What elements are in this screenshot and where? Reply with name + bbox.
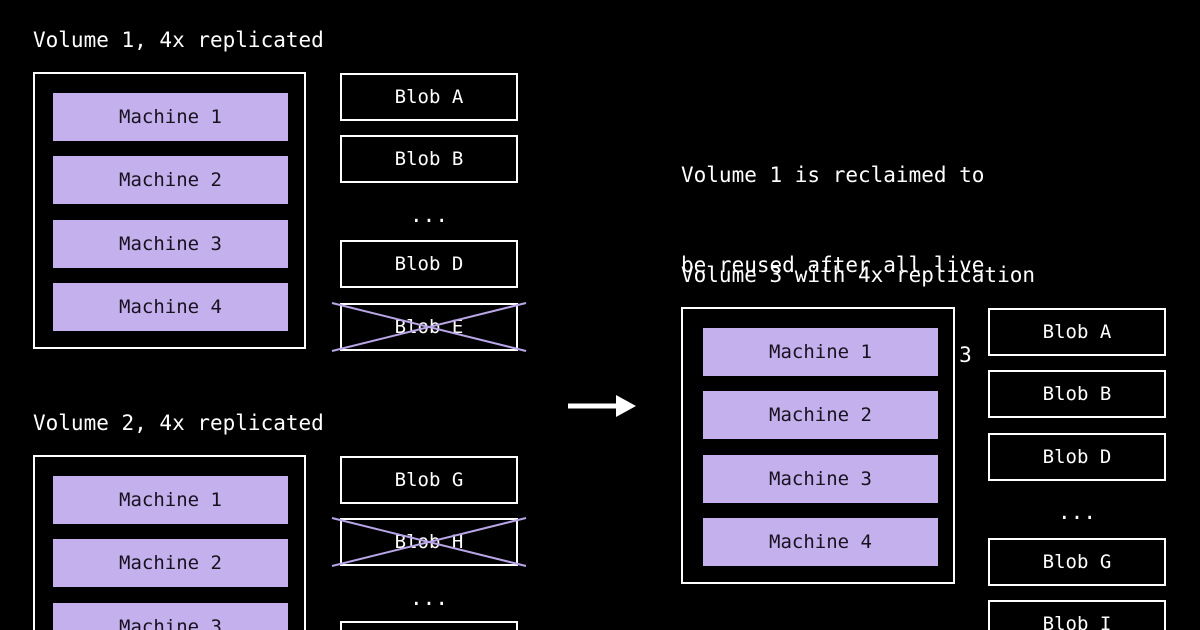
volume1-title: Volume 1, 4x replicated xyxy=(33,28,324,52)
right-arrow-icon xyxy=(568,395,636,417)
volume2-machine-1[interactable]: Machine 1 xyxy=(53,476,288,524)
volume2-machine-group: Machine 1 Machine 2 Machine 3 xyxy=(33,455,306,630)
volume3-blob-g[interactable]: Blob G xyxy=(988,538,1166,586)
volume3-machine-4[interactable]: Machine 4 xyxy=(703,518,938,566)
volume2-machine-3[interactable]: Machine 3 xyxy=(53,603,288,630)
reclaim-note-line-2: be reused after all live xyxy=(681,253,985,277)
volume1-machine-group: Machine 1 Machine 2 Machine 3 Machine 4 xyxy=(33,72,306,349)
volume1-blob-ellipsis: ... xyxy=(410,203,448,227)
volume1-blob-e[interactable]: Blob E xyxy=(340,303,518,351)
volume3-blob-d[interactable]: Blob D xyxy=(988,433,1166,481)
volume2-title: Volume 2, 4x replicated xyxy=(33,411,324,435)
volume1-blob-a[interactable]: Blob A xyxy=(340,73,518,121)
volume1-machine-2[interactable]: Machine 2 xyxy=(53,156,288,204)
volume2-blob-g[interactable]: Blob G xyxy=(340,456,518,504)
volume3-title: Volume 3 with 4x replication xyxy=(681,263,1036,287)
volume1-machine-3[interactable]: Machine 3 xyxy=(53,220,288,268)
volume3-machine-group: Machine 1 Machine 2 Machine 3 Machine 4 xyxy=(681,307,955,584)
volume1-blob-b[interactable]: Blob B xyxy=(340,135,518,183)
reclaim-note-line-1: Volume 1 is reclaimed to xyxy=(681,163,985,187)
volume3-blob-b[interactable]: Blob B xyxy=(988,370,1166,418)
volume3-blob-ellipsis: ... xyxy=(1058,500,1096,524)
volume3-machine-1[interactable]: Machine 1 xyxy=(703,328,938,376)
volume1-machine-1[interactable]: Machine 1 xyxy=(53,93,288,141)
volume3-machine-2[interactable]: Machine 2 xyxy=(703,391,938,439)
volume2-blob-next[interactable] xyxy=(340,621,518,630)
volume3-blob-i[interactable]: Blob I xyxy=(988,600,1166,630)
volume2-blob-ellipsis: ... xyxy=(410,586,448,610)
volume3-blob-a[interactable]: Blob A xyxy=(988,308,1166,356)
volume3-machine-3[interactable]: Machine 3 xyxy=(703,455,938,503)
volume2-blob-h[interactable]: Blob H xyxy=(340,518,518,566)
volume2-machine-2[interactable]: Machine 2 xyxy=(53,539,288,587)
volume1-machine-4[interactable]: Machine 4 xyxy=(53,283,288,331)
volume1-blob-d[interactable]: Blob D xyxy=(340,240,518,288)
